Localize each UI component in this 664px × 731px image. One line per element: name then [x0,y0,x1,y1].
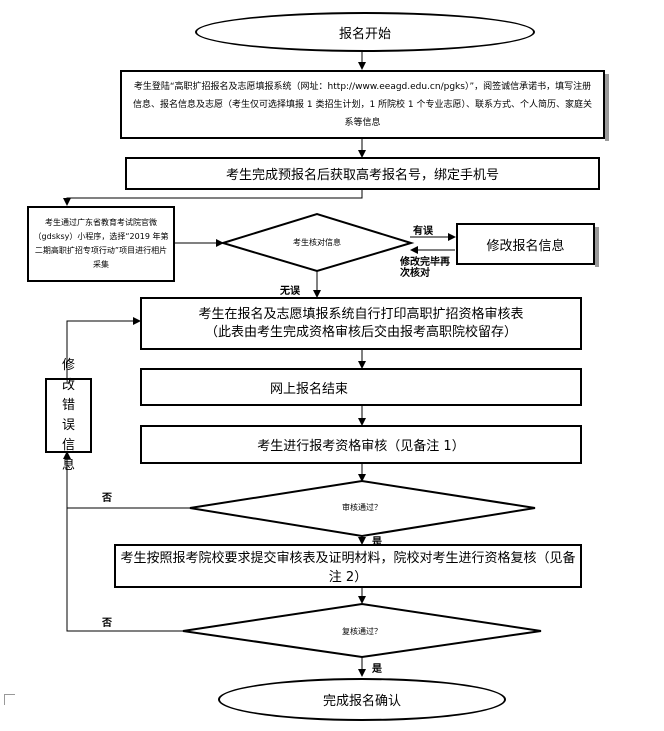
label-yes-1: 是 [372,537,382,548]
review-step-text: 考生进行报考资格审核（见备注 1） [257,439,465,454]
print-step-box: 考生在报名及志愿填报系统自行打印高职扩招资格审核表 （此表由考生完成资格审核后交… [140,297,582,350]
fix-error-text: 修改错误信息 [61,357,75,473]
start-label: 报名开始 [338,26,391,42]
label-ok: 无误 [280,286,300,297]
end-node: 完成报名确认 [218,678,506,721]
page-corner-mark [4,694,15,705]
register-step-text: 考生登陆“高职扩招报名及志愿填报系统（网址：http://www.eeagd.e… [133,81,592,128]
box-shadow [605,74,609,141]
modify-info-step-box: 修改报名信息 [456,223,595,265]
label-error: 有误 [413,226,433,237]
end-label: 完成报名确认 [322,694,401,709]
register-step-box: 考生登陆“高职扩招报名及志愿填报系统（网址：http://www.eeagd.e… [120,70,605,139]
review-step-box: 考生进行报考资格审核（见备注 1） [140,425,582,464]
submit-step-text: 考生按照报考院校要求提交审核表及证明材料，院校对考生进行资格复核（见备注 2） [120,551,576,585]
label-redo: 修改完毕再次核对 [400,257,450,279]
print-step-text-line1: 考生在报名及志愿填报系统自行打印高职扩招资格审核表 [198,306,524,322]
end-online-step-text: 网上报名结束 [270,381,349,397]
label-yes-2: 是 [372,664,382,675]
fix-error-box: 修改错误信息 [45,358,92,473]
box-shadow [595,227,599,267]
submit-step-box: 考生按照报考院校要求提交审核表及证明材料，院校对考生进行资格复核（见备注 2） [114,544,582,588]
photo-step-box: 考生通过广东省教育考试院官微（gdsksy）小程序，选择“2019 年第二期高职… [27,206,175,282]
get-number-step-text: 考生完成预报名后获取高考报名号，绑定手机号 [225,168,499,183]
photo-step-text: 考生通过广东省教育考试院官微（gdsksy）小程序，选择“2019 年第二期高职… [33,218,169,269]
get-number-step-box: 考生完成预报名后获取高考报名号，绑定手机号 [125,157,600,190]
modify-info-step-text: 修改报名信息 [486,238,565,254]
decision-recheck-label: 复核通过？ [342,627,382,636]
print-step-text-line2: （此表由考生完成资格审核后交由报考高职院校留存） [204,324,517,340]
decision-check-label: 考生核对信息 [293,238,341,247]
end-online-step-box: 网上报名结束 [140,368,582,406]
label-no-1: 否 [102,493,112,504]
label-no-2: 否 [102,618,112,629]
decision-review-label: 审核通过？ [342,503,382,512]
start-node: 报名开始 [195,12,535,52]
